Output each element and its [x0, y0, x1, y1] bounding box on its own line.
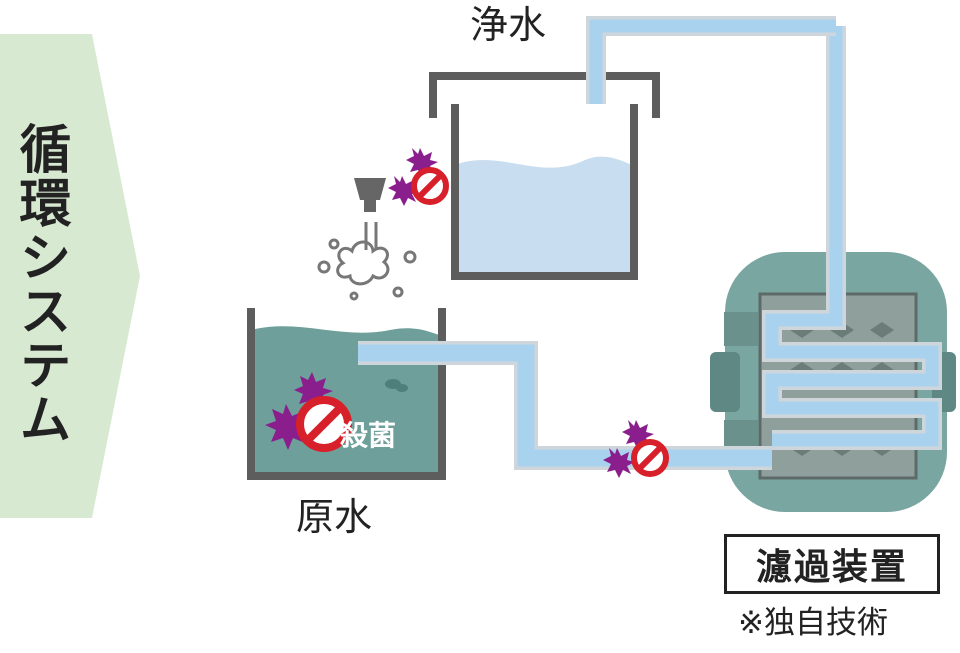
raw-water-label: 原水	[296, 495, 373, 539]
filter-device	[710, 26, 956, 512]
system-banner: 循環システム	[0, 34, 140, 518]
clean-water-tank	[451, 104, 638, 280]
raw-water-tank	[247, 308, 446, 480]
sterilization-label: 殺菌	[340, 419, 397, 452]
prohibition-icon	[296, 167, 669, 477]
pipe-to-clean-tank	[586, 16, 836, 104]
note-label: ※独自技術	[738, 605, 888, 641]
filter-device-label: 濾過装置	[724, 534, 940, 594]
clean-water	[455, 156, 634, 272]
clean-water-label: 浄水	[470, 3, 547, 47]
banner-title: 循環システム	[10, 122, 70, 446]
